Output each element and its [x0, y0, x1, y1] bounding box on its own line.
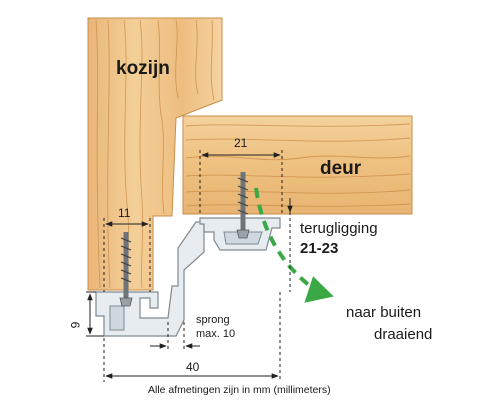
- frame-label: kozijn: [116, 58, 170, 79]
- frame-screw: [119, 232, 133, 307]
- door-profile-width-value: 21: [234, 136, 248, 150]
- recess-value: 21-23: [300, 240, 339, 257]
- outward-label-2: draaiend: [374, 326, 433, 343]
- outward-label: naar buiten: [346, 304, 422, 321]
- units-caption: Alle afmetingen zijn in mm (millimeters): [148, 384, 331, 396]
- total-width-value: 40: [186, 360, 200, 374]
- door-label: deur: [320, 158, 362, 179]
- profile-height-value: 9: [68, 321, 83, 329]
- frame-aluminium-profile: [95, 221, 205, 337]
- frame-profile-width-value: 11: [118, 206, 131, 220]
- door-screw: [236, 172, 250, 239]
- dimension-lines: [86, 150, 293, 382]
- door-wood: [182, 115, 413, 215]
- offset-label: sprong: [196, 314, 230, 326]
- offset-max-label: max. 10: [196, 328, 236, 340]
- outward-opening-arrow: [254, 187, 334, 303]
- recess-label: terugligging: [300, 220, 378, 237]
